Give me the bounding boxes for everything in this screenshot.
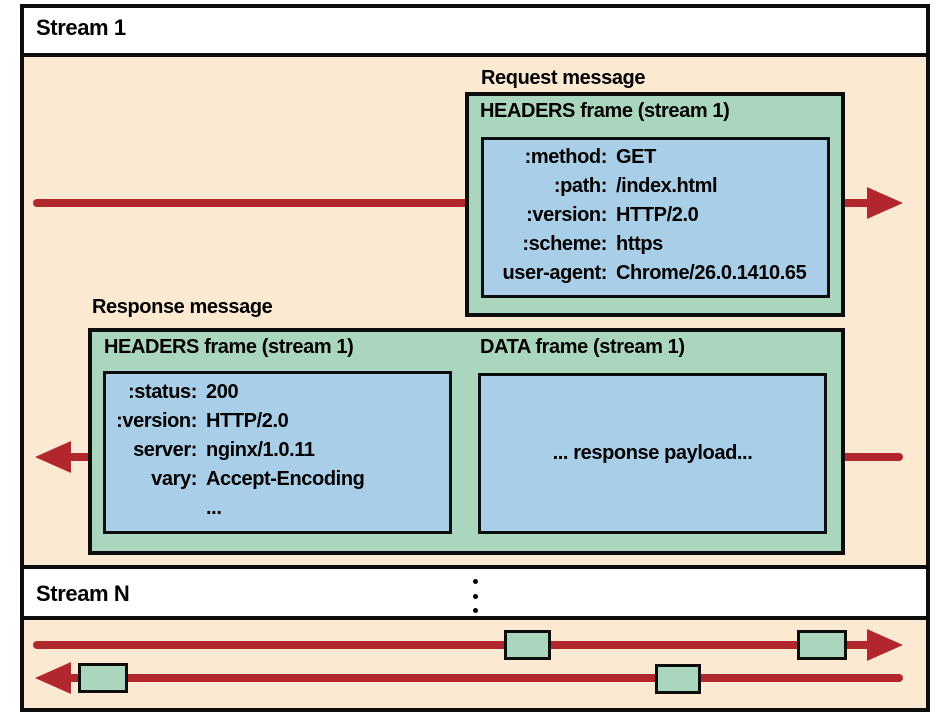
left-arrowhead-icon xyxy=(35,662,71,694)
streamN-label: Stream N xyxy=(36,581,130,606)
http2-stream-diagram: Stream 1 Request message HEADERS frame (… xyxy=(20,4,930,712)
divider-line xyxy=(24,616,926,620)
header-name: :version: xyxy=(116,410,197,432)
header-row: :path: /index.html xyxy=(484,172,827,201)
right-arrowhead-icon xyxy=(867,629,903,661)
header-value: Accept-Encoding xyxy=(206,468,365,490)
header-value: 200 xyxy=(206,381,239,403)
header-row: :status: 200 xyxy=(106,378,449,407)
response-headers-frame-title: HEADERS frame (stream 1) xyxy=(104,336,354,358)
ellipsis-dot xyxy=(473,608,478,613)
ellipsis-dot xyxy=(473,579,478,584)
response-message-label: Response message xyxy=(92,296,273,318)
header-name: :scheme: xyxy=(522,233,607,255)
streamN-response-arrow-shaft xyxy=(66,674,903,682)
response-frame-box: HEADERS frame (stream 1) DATA frame (str… xyxy=(88,328,845,555)
header-row: vary: Accept-Encoding xyxy=(106,465,449,494)
header-value: ... xyxy=(206,497,222,519)
header-name: :version: xyxy=(526,204,607,226)
header-value: nginx/1.0.11 xyxy=(206,439,315,461)
divider-line xyxy=(24,565,926,569)
request-headers-panel: :method: GET :path: /index.html :version… xyxy=(481,137,830,298)
header-row: :version: HTTP/2.0 xyxy=(106,407,449,436)
header-value: https xyxy=(616,233,663,255)
header-row: user-agent: Chrome/26.0.1410.65 xyxy=(484,259,827,288)
left-arrowhead-icon xyxy=(35,441,71,473)
request-message-label: Request message xyxy=(481,67,646,89)
right-arrowhead-icon xyxy=(867,187,903,219)
header-row: server: nginx/1.0.11 xyxy=(106,436,449,465)
header-row: :scheme: https xyxy=(484,230,827,259)
request-arrow-shaft xyxy=(33,199,869,207)
header-value: HTTP/2.0 xyxy=(616,204,699,226)
header-name: server: xyxy=(133,439,197,461)
header-row: ... xyxy=(106,494,449,523)
header-row: :method: GET xyxy=(484,143,827,172)
header-name: :path: xyxy=(553,175,608,197)
header-value: GET xyxy=(616,146,656,168)
header-row: :version: HTTP/2.0 xyxy=(484,201,827,230)
frame-chip xyxy=(655,664,701,694)
header-value: /index.html xyxy=(616,175,718,197)
frame-chip xyxy=(504,630,551,660)
request-headers-frame-title: HEADERS frame (stream 1) xyxy=(480,100,730,122)
frame-chip xyxy=(78,663,128,693)
request-headers-frame-box: HEADERS frame (stream 1) :method: GET :p… xyxy=(465,92,845,317)
header-value: Chrome/26.0.1410.65 xyxy=(616,262,807,284)
header-name: user-agent: xyxy=(502,262,607,284)
header-name: :method: xyxy=(524,146,608,168)
header-name: vary: xyxy=(151,468,197,490)
header-name: :status: xyxy=(127,381,197,403)
response-data-panel: ... response payload... xyxy=(478,373,827,534)
streamN-lane xyxy=(24,620,926,708)
stream1-label: Stream 1 xyxy=(36,15,126,40)
response-headers-panel: :status: 200 :version: HTTP/2.0 server: … xyxy=(103,371,452,534)
frame-chip xyxy=(797,630,847,660)
header-value: HTTP/2.0 xyxy=(206,410,289,432)
response-data-frame-title: DATA frame (stream 1) xyxy=(480,336,685,358)
ellipsis-dot xyxy=(473,594,478,599)
response-payload-text: ... response payload... xyxy=(552,442,753,464)
streamN-request-arrow-shaft xyxy=(33,641,869,649)
divider-line xyxy=(24,53,926,57)
